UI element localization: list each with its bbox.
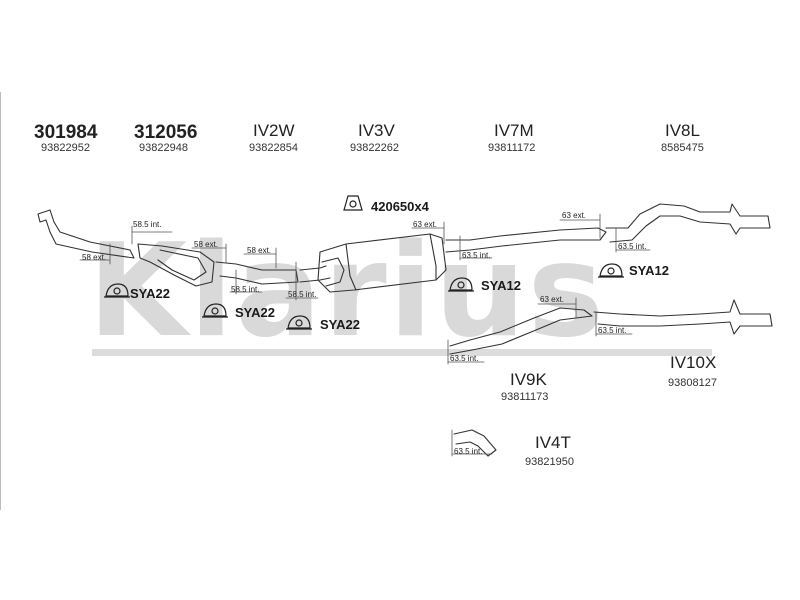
watermark: Klarius [88, 217, 606, 366]
measurement-label: 63.5 int. [618, 242, 647, 251]
measurement-label: 63.5 int. [450, 354, 479, 363]
rubber-mount-icon [448, 277, 474, 292]
measurement-label: 58 ext. [247, 246, 272, 255]
mount-label-sya22: SYA22 [235, 305, 275, 320]
part-number: 93821950 [525, 456, 574, 468]
measurement-label: 63 ext. [540, 295, 565, 304]
mount-label-sya22: SYA22 [130, 286, 170, 301]
part-number: 93808127 [668, 377, 717, 389]
mount-label-sya12: SYA12 [629, 263, 669, 278]
part-code-301984: 301984 [34, 122, 98, 143]
part-number: 93811172 [488, 142, 536, 154]
mount-label-sya12: SYA12 [481, 278, 521, 293]
rubber-mount-icon [104, 283, 130, 298]
part-code-iv10x: IV10X [670, 353, 717, 372]
part-number: 93822952 [41, 142, 90, 154]
measurement-label: 58.5 int. [288, 290, 317, 299]
measurement-label: 58.5 int. [133, 220, 162, 229]
mount-label-sya22: SYA22 [320, 317, 360, 332]
iv4t-pipe [453, 429, 497, 457]
front-pipe [37, 209, 135, 259]
part-number: 93822262 [350, 142, 399, 154]
measurement-label: 58 ext. [82, 253, 107, 262]
measurement-label: 63.5 int. [598, 326, 627, 335]
measurement-label: 63.5 int. [454, 447, 483, 456]
part-code-iv3v: IV3V [358, 121, 395, 140]
part-code-iv4t: IV4T [535, 433, 571, 452]
part-code-iv7m: IV7M [494, 121, 534, 140]
clamp-label: 420650x4 [371, 199, 429, 214]
measurement-label: 63 ext. [562, 211, 587, 220]
rubber-mount-icon [598, 263, 624, 278]
rubber-mount-icon [202, 303, 228, 318]
iv9k-pipe [449, 307, 593, 355]
intermediate-pipe [215, 261, 299, 285]
catalytic-converter [137, 243, 215, 287]
part-number: 93811173 [501, 391, 549, 403]
part-code-iv2w: IV2W [253, 121, 295, 140]
left-border-line [0, 92, 1, 510]
rubber-mount-icon [286, 315, 312, 330]
part-code-iv8l: IV8L [665, 121, 700, 140]
part-code-iv9k: IV9K [510, 370, 547, 389]
measurement-label: 58.5 int. [231, 285, 260, 294]
rear-pipe [445, 227, 607, 253]
clamp-icon [343, 195, 363, 211]
watermark-underline [92, 349, 712, 356]
part-number: 93822854 [249, 142, 298, 154]
measurement-label: 63.5 int. [462, 251, 491, 260]
measurement-label: 63 ext. [413, 220, 438, 229]
part-code-312056: 312056 [134, 122, 198, 143]
measurement-label: 58 ext. [194, 240, 219, 249]
main-silencer [317, 233, 447, 293]
part-number: 8585475 [661, 142, 704, 154]
part-number: 93822948 [139, 142, 188, 154]
